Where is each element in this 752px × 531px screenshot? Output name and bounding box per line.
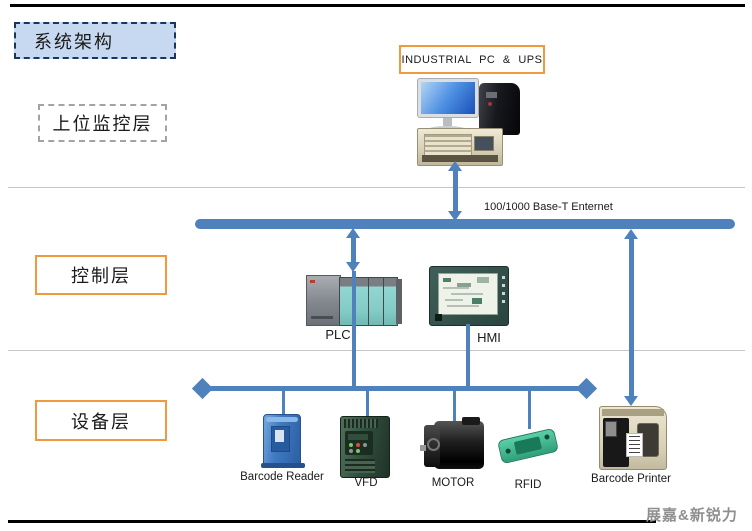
plc-label: PLC	[325, 327, 351, 342]
printer-ethernet-arrow-down	[624, 396, 638, 406]
rfid-connector	[543, 434, 550, 441]
vfd-button	[349, 443, 353, 447]
device-layer-box: 设备层	[35, 400, 167, 441]
industrial-pc-icon	[417, 128, 503, 166]
plc-io-module	[354, 278, 368, 325]
ethernet-label: 100/1000 Base-T Enternet	[484, 201, 613, 213]
printer-label-output	[626, 433, 643, 457]
device-bus	[200, 386, 590, 391]
device-layer-label: 设备层	[71, 411, 131, 432]
rfid-label: RFID	[514, 479, 542, 491]
layer-separator-bottom	[8, 350, 745, 351]
printer-front-door	[603, 418, 629, 467]
supervisory-layer-label: 上位监控层	[52, 114, 153, 134]
monitor-icon	[417, 78, 479, 118]
plc-io-modules	[339, 277, 398, 326]
rfid-connector	[505, 448, 512, 455]
top-border-line	[10, 4, 745, 7]
hmi-label: HMI	[477, 330, 501, 345]
watermark: 展嘉&新锐力	[646, 507, 738, 524]
vfd-top-vent	[344, 419, 378, 428]
motor-body	[434, 421, 484, 469]
vfd-bottom-vent	[345, 459, 375, 473]
barcode-reader-top	[266, 417, 298, 422]
plc-indicator	[310, 280, 315, 283]
barcode-reader-label: Barcode Reader	[240, 471, 324, 483]
drop-line-rfid	[528, 391, 531, 429]
printer-display	[605, 421, 617, 437]
device-bus-left-diamond	[191, 377, 214, 400]
hmi-screen	[438, 273, 498, 315]
pc-ethernet-arrow-line	[453, 170, 458, 213]
control-layer-label: 控制层	[71, 266, 131, 286]
printer-top-strip	[602, 409, 664, 416]
printer-ethernet-arrow-up	[624, 229, 638, 239]
industrial-pc-ports	[422, 155, 498, 162]
industrial-pc-ups-label: INDUSTRIAL PC & UPS	[401, 53, 543, 66]
hmi-screen-schematic	[443, 277, 489, 307]
motor-shaft	[420, 445, 426, 451]
supervisory-layer-box: 上位监控层	[38, 104, 167, 142]
motor-icon	[420, 417, 485, 471]
title-box: 系统架构	[14, 22, 176, 59]
vfd-button	[363, 443, 367, 447]
barcode-reader-panel	[271, 426, 290, 452]
drop-line-motor	[453, 391, 456, 421]
vfd-button	[356, 449, 360, 453]
motor-flange	[424, 425, 440, 467]
vfd-label: VFD	[354, 477, 378, 489]
plc-io-module	[369, 278, 383, 325]
plc-io-module	[383, 278, 397, 325]
pc-ethernet-arrow-up	[448, 161, 462, 171]
plc-ethernet-arrow-up	[346, 228, 360, 238]
drop-line-barcode-reader	[282, 391, 285, 415]
rfid-plate	[513, 436, 543, 455]
motor-shaft-ring	[427, 438, 440, 451]
ups-indicator	[488, 102, 492, 106]
bottom-border-line	[8, 520, 656, 523]
device-bus-right-diamond	[575, 377, 598, 400]
monitor-screen	[421, 82, 475, 114]
hmi-device-bus-line	[466, 324, 470, 388]
vfd-display	[348, 434, 368, 440]
industrial-pc-ups-box: INDUSTRIAL PC & UPS	[399, 45, 545, 74]
monitor-stand	[443, 118, 452, 126]
barcode-printer-icon	[599, 406, 667, 470]
layer-separator-top	[8, 187, 745, 188]
page-title: 系统架构	[34, 31, 114, 52]
plc-icon	[306, 273, 402, 326]
vfd-icon	[340, 416, 390, 478]
motor-label: MOTOR	[431, 477, 475, 489]
drop-line-vfd	[366, 391, 369, 417]
hmi-corner-key	[435, 314, 442, 321]
barcode-reader-display	[275, 430, 284, 442]
plc-cpu-module	[306, 275, 341, 326]
vfd-button	[349, 449, 353, 453]
hmi-icon	[429, 266, 509, 326]
control-layer-box: 控制层	[35, 255, 167, 295]
industrial-pc-vents	[424, 134, 472, 157]
industrial-pc-display	[474, 136, 494, 151]
plc-side-panel	[396, 279, 402, 324]
ethernet-bus	[195, 219, 735, 229]
motor-cable-block	[462, 417, 480, 425]
barcode-reader-icon	[261, 414, 305, 468]
plc-device-bus-line	[352, 271, 356, 388]
plc-ethernet-arrow-down	[346, 262, 360, 272]
printer-ethernet-arrow-line	[629, 238, 634, 397]
plc-ethernet-arrow-line	[351, 237, 356, 263]
plc-slot	[311, 316, 333, 319]
plc-io-module	[340, 278, 354, 325]
ups-display	[486, 92, 497, 98]
barcode-reader-base	[261, 463, 305, 468]
rfid-icon	[497, 424, 559, 470]
vfd-button	[356, 443, 360, 447]
ups-icon	[479, 83, 520, 135]
rfid-module-body	[497, 427, 559, 465]
hmi-buttons	[502, 276, 505, 306]
vfd-keypad	[345, 431, 373, 455]
pc-ethernet-arrow-down	[448, 211, 462, 221]
printer-barcode	[629, 436, 640, 454]
barcode-printer-label: Barcode Printer	[591, 473, 671, 485]
